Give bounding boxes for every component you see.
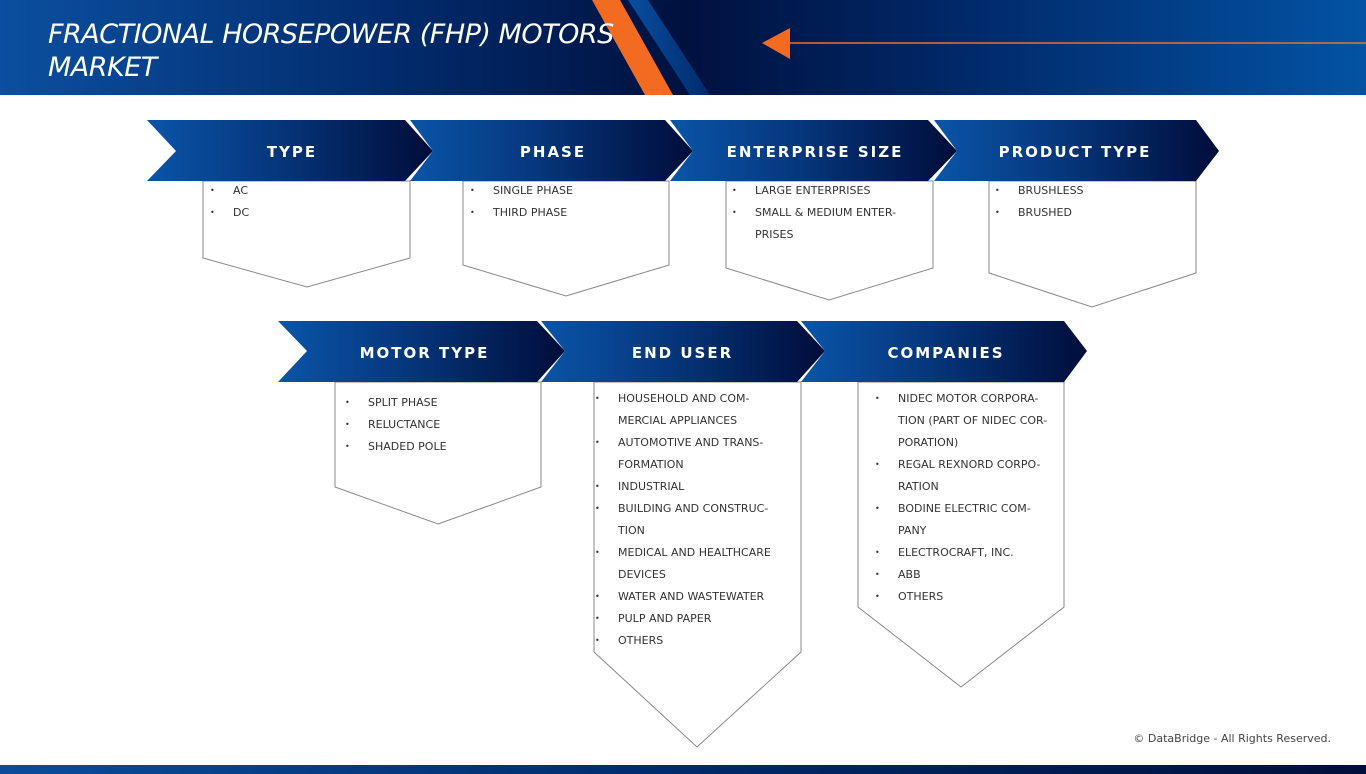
list-item: AC xyxy=(210,180,405,202)
phase-list: SINGLE PHASE THIRD PHASE xyxy=(470,180,665,224)
segment-label-product-type: PRODUCT TYPE xyxy=(998,143,1152,161)
list-item: BUILDING AND CONSTRUC-TION xyxy=(595,498,785,542)
segment-label-type: TYPE xyxy=(266,143,318,161)
list-item: WATER AND WASTEWATER xyxy=(595,586,785,608)
enterprise-size-list: LARGE ENTERPRISES SMALL & MEDIUM ENTER-P… xyxy=(732,180,922,246)
list-item: SPLIT PHASE xyxy=(345,392,535,414)
companies-list: NIDEC MOTOR CORPORA-TION (PART OF NIDEC … xyxy=(875,388,1055,608)
list-item: LARGE ENTERPRISES xyxy=(732,180,922,202)
product-type-chevron xyxy=(934,120,1219,181)
phase-chevron xyxy=(410,120,693,181)
motor-type-list: SPLIT PHASE RELUCTANCE SHADED POLE xyxy=(345,392,535,458)
type-list: AC DC xyxy=(210,180,405,224)
list-item: RELUCTANCE xyxy=(345,414,535,436)
enterprise-size-chevron xyxy=(670,120,957,181)
list-item: OTHERS xyxy=(595,630,785,652)
arrow-left-icon xyxy=(762,28,790,59)
companies-chevron xyxy=(801,321,1087,382)
segment-label-end-user: END USER xyxy=(631,344,734,362)
list-item: SINGLE PHASE xyxy=(470,180,665,202)
list-item: MEDICAL AND HEALTHCARE DEVICES xyxy=(595,542,785,586)
list-item: BRUSHLESS xyxy=(995,180,1190,202)
list-item: HOUSEHOLD AND COM-MERCIAL APPLIANCES xyxy=(595,388,785,432)
list-item: THIRD PHASE xyxy=(470,202,665,224)
segment-label-phase: PHASE xyxy=(519,143,587,161)
list-item: REGAL REXNORD CORPO-RATION xyxy=(875,454,1055,498)
header-banner: FRACTIONAL HORSEPOWER (FHP) MOTORS MARKE… xyxy=(0,0,1366,95)
list-item: DC xyxy=(210,202,405,224)
segment-label-enterprise-size: ENTERPRISE SIZE xyxy=(726,143,904,161)
list-item: ELECTROCRAFT, INC. xyxy=(875,542,1055,564)
list-item: PULP AND PAPER xyxy=(595,608,785,630)
header-decoration xyxy=(592,0,1366,95)
list-item: ABB xyxy=(875,564,1055,586)
end-user-chevron xyxy=(541,321,825,382)
copyright-text: © DataBridge - All Rights Reserved. xyxy=(1133,732,1331,745)
list-item: OTHERS xyxy=(875,586,1055,608)
product-type-list: BRUSHLESS BRUSHED xyxy=(995,180,1190,224)
list-item: INDUSTRIAL xyxy=(595,476,785,498)
list-item: BRUSHED xyxy=(995,202,1190,224)
blue-stripe xyxy=(628,0,710,95)
list-item: NIDEC MOTOR CORPORA-TION (PART OF NIDEC … xyxy=(875,388,1055,454)
footer-band xyxy=(0,765,1366,774)
segment-label-motor-type: MOTOR TYPE xyxy=(359,344,490,362)
segment-label-companies: COMPANIES xyxy=(887,344,1005,362)
list-item: AUTOMOTIVE AND TRANS-FORMATION xyxy=(595,432,785,476)
orange-stripe xyxy=(592,0,673,95)
list-item: BODINE ELECTRIC COM-PANY xyxy=(875,498,1055,542)
type-chevron xyxy=(147,120,433,181)
end-user-list: HOUSEHOLD AND COM-MERCIAL APPLIANCES AUT… xyxy=(595,388,785,652)
list-item: SMALL & MEDIUM ENTER-PRISES xyxy=(732,202,922,246)
page-title: FRACTIONAL HORSEPOWER (FHP) MOTORS MARKE… xyxy=(48,19,614,83)
motor-type-chevron xyxy=(278,321,565,382)
list-item: SHADED POLE xyxy=(345,436,535,458)
